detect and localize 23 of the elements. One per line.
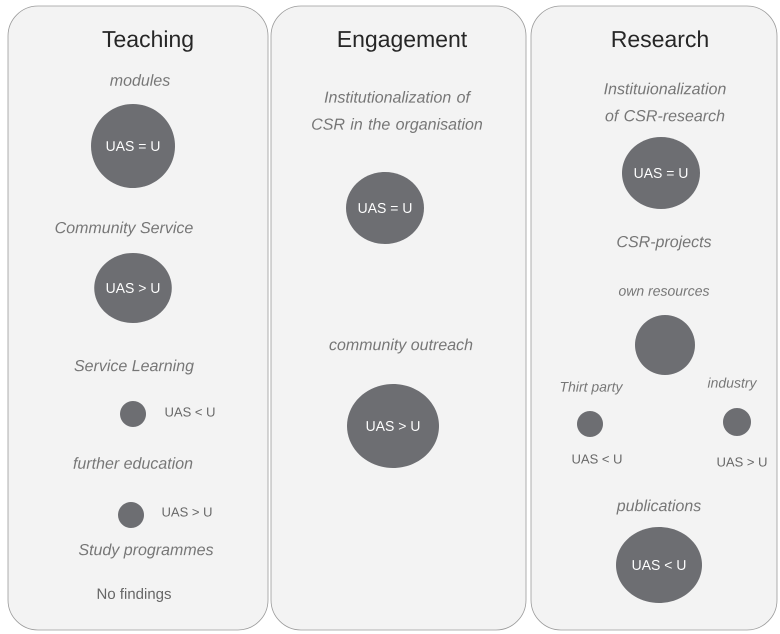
node-label: further education [74, 457, 192, 469]
node-label: Service Learning [74, 360, 194, 374]
caption: CSR-projects [617, 236, 712, 250]
note-text: No findings [98, 588, 171, 602]
circle [635, 315, 695, 375]
node-label: Community Service [56, 222, 193, 236]
node-label: Institutionalization of CSR in the organisation [312, 91, 482, 133]
node-label: UAS > U [718, 457, 766, 467]
node-label: Thirt party [560, 381, 624, 395]
circle [723, 408, 751, 436]
circle [577, 411, 603, 437]
circle [120, 401, 146, 427]
node-label: modules [110, 74, 170, 86]
node-label: UAS < U [572, 454, 622, 464]
caption: Study programmes [78, 544, 214, 558]
circle [118, 502, 144, 528]
node-label: own resources [618, 288, 710, 296]
node-label: publications [616, 500, 701, 514]
node-label: UAS < U [166, 407, 214, 417]
node-label: industry [708, 377, 758, 391]
node-label: UAS > U [162, 507, 212, 517]
node-label: Instituionalization of CSR-research [604, 82, 726, 122]
node-label: community outreach [330, 338, 472, 354]
